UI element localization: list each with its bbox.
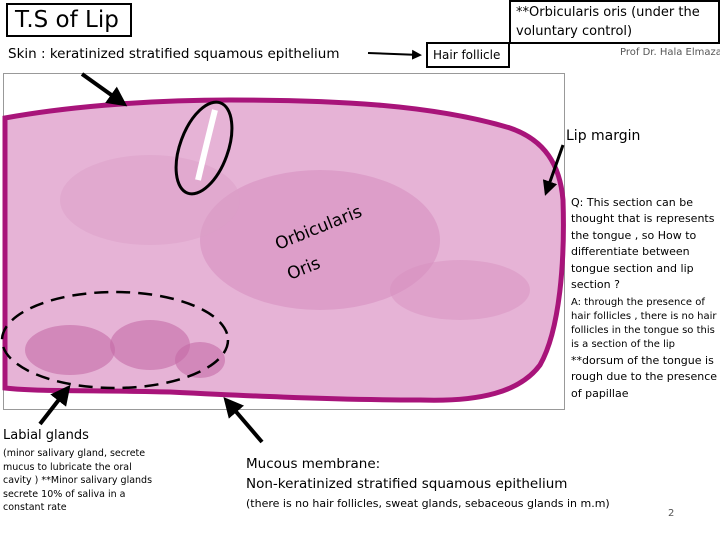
labial-glands-arrow	[38, 384, 71, 426]
answer-text: A: through the presence of hair follicle…	[571, 297, 717, 350]
labial-glands-marker	[0, 290, 230, 390]
gland-cluster	[110, 320, 190, 370]
hair-follicle-marker	[174, 100, 234, 196]
labial-glands-title: Labial glands	[3, 428, 89, 443]
skin-arrow	[80, 72, 128, 107]
page-number: 2	[668, 508, 675, 519]
question-text: Q: This section can be thought that is r…	[571, 196, 715, 292]
lip-margin-label: Lip margin	[566, 128, 641, 144]
connective-region	[60, 155, 240, 245]
gland-cluster	[25, 325, 115, 375]
orbicularis-note: **Orbicularis oris (under the voluntary …	[509, 0, 720, 44]
labial-glands-note: (minor salivary gland, secrete mucus to …	[3, 448, 153, 513]
dorsum-note: **dorsum of the tongue is rough due to t…	[571, 354, 718, 400]
mucous-membrane-title: Mucous membrane:	[246, 456, 381, 472]
lip-margin-arrow	[542, 144, 565, 196]
gland-cluster	[175, 342, 225, 378]
hair-follicle-structure	[195, 109, 218, 181]
hair-follicle-label: Hair follicle	[426, 42, 510, 68]
skin-label: Skin : keratinized stratified squamous e…	[8, 46, 340, 62]
mucous-membrane-epithelium: Non-keratinized stratified squamous epit…	[246, 476, 568, 492]
author-label: Prof Dr. Hala Elmazar	[620, 47, 720, 58]
tissue-fold	[390, 260, 530, 320]
mucous-membrane-note: (there is no hair follicles, sweat gland…	[246, 497, 610, 510]
muscle-region	[200, 170, 440, 310]
hair-follicle-arrow	[367, 49, 422, 60]
mucous-membrane-arrow	[223, 396, 264, 444]
slide-title: T.S of Lip	[6, 3, 132, 37]
